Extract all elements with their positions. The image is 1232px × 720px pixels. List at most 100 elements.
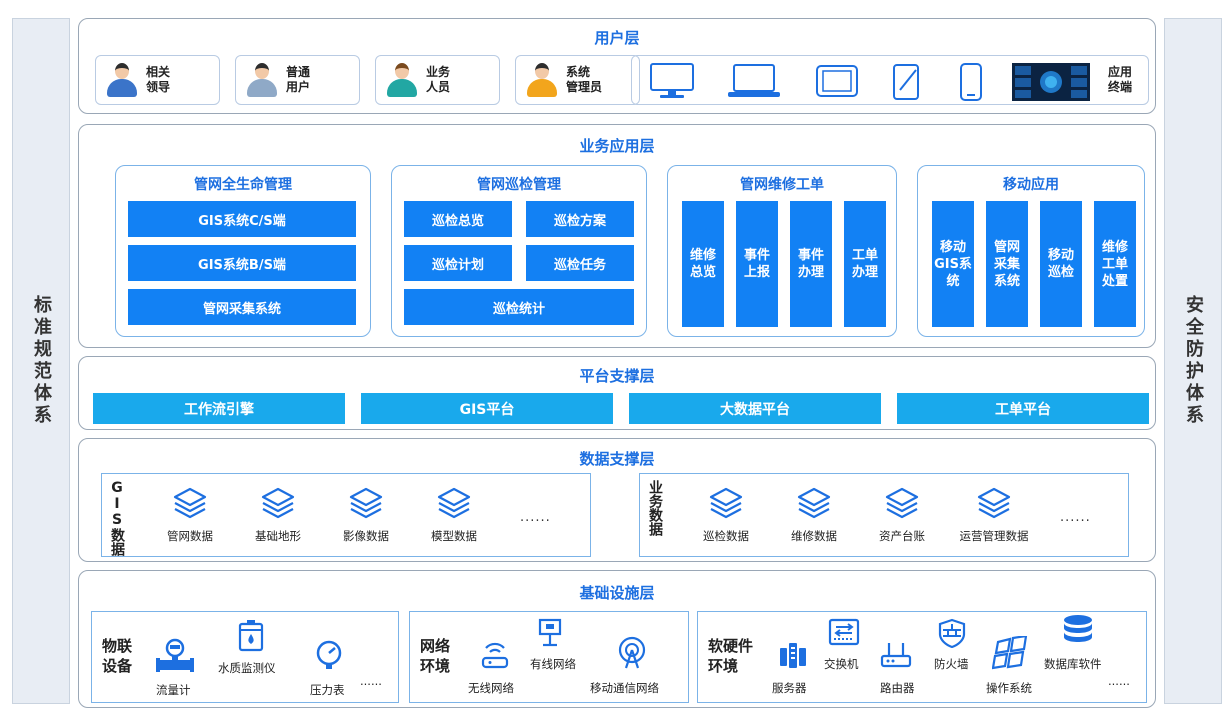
staff-label-1: 业务 xyxy=(426,65,451,79)
terminal-label-1: 应用 xyxy=(1108,65,1133,79)
business-layer: 业务应用层 管网全生命管理 GIS系统C/S端 GIS系统B/S端 管网采集系统… xyxy=(78,124,1156,348)
mobile-network-label: 移动通信网络 xyxy=(590,681,659,695)
staff-avatar-icon xyxy=(386,63,418,97)
terminal-card: 应用 终端 xyxy=(631,55,1149,105)
pressure-gauge-icon xyxy=(316,640,342,669)
repair-data-item: 维修数据 xyxy=(772,486,856,544)
inspection-stats-box: 巡检统计 xyxy=(404,289,634,325)
asset-ledger-item: 资产台账 xyxy=(860,486,944,544)
normal-user-label-2: 用户 xyxy=(286,80,311,94)
inspection-schedule-box: 巡检计划 xyxy=(404,245,512,281)
standard-system-sidebar: 标准规范体系 xyxy=(12,18,70,704)
flowmeter-icon xyxy=(156,638,194,672)
iot-label-2: 设备 xyxy=(102,657,133,675)
layers-icon xyxy=(709,487,743,519)
event-report-box: 事件上报 xyxy=(736,201,778,327)
database-icon xyxy=(1064,615,1092,642)
user-card-leader: 相关领导 xyxy=(95,55,220,105)
workorder-handle-box: 工单办理 xyxy=(844,201,886,327)
switch-icon xyxy=(828,618,860,646)
inspection-group: 管网巡检管理 巡检总览 巡检方案 巡检计划 巡检任务 巡检统计 xyxy=(391,165,647,337)
software-hardware-group: 软硬件环境 服务器 交换机 路由器 防火墙 操作系统 数据库软件 ...... xyxy=(697,611,1147,703)
leader-avatar-icon xyxy=(106,63,138,97)
tablet-icon xyxy=(816,65,858,97)
business-layer-title: 业务应用层 xyxy=(579,137,655,155)
router-label: 路由器 xyxy=(880,681,915,695)
iot-label: 物联设备 xyxy=(102,636,162,676)
firewall-label: 防火墙 xyxy=(934,657,969,671)
inspection-overview-box: 巡检总览 xyxy=(404,201,512,237)
database-label: 数据库软件 xyxy=(1044,657,1102,671)
pipe-data-item: 管网数据 xyxy=(148,486,232,544)
layers-icon xyxy=(797,487,831,519)
server-label: 服务器 xyxy=(772,681,807,695)
model-data-item: 模型数据 xyxy=(412,486,496,544)
server-icon xyxy=(780,643,806,668)
mobile-network-icon xyxy=(618,636,646,669)
phone-icon xyxy=(960,63,982,101)
data-layer: 数据支撑层 GIS数据 管网数据 基础地形 影像数据 模型数据 ...... 业… xyxy=(78,438,1156,562)
platform-layer: 平台支撑层 工作流引擎 GIS平台 大数据平台 工单平台 xyxy=(78,356,1156,430)
monitor-icon xyxy=(650,63,694,98)
user-layer-title: 用户层 xyxy=(594,29,640,47)
gis-data-label: GIS数据 xyxy=(109,480,125,556)
terrain-data-label: 基础地形 xyxy=(255,529,301,543)
infra-layer: 基础设施层 物联设备 流量计 水质监测仪 压力表 ...... 网络环境 无线网… xyxy=(78,570,1156,708)
dashboard-screen-icon xyxy=(1012,63,1090,101)
inspection-plan-scheme-box: 巡检方案 xyxy=(526,201,634,237)
software-label-2: 环境 xyxy=(708,657,739,675)
operation-data-label: 运营管理数据 xyxy=(959,529,1029,543)
lifecycle-group: 管网全生命管理 GIS系统C/S端 GIS系统B/S端 管网采集系统 xyxy=(115,165,371,337)
software-label: 软硬件环境 xyxy=(708,636,778,676)
user-card-staff: 业务人员 xyxy=(375,55,500,105)
repair-overview-box: 维修总览 xyxy=(682,201,724,327)
biz-data-group: 业务数据 巡检数据 维修数据 资产台账 运营管理数据 ...... xyxy=(639,473,1129,557)
firewall-icon xyxy=(938,618,966,648)
network-label: 网络环境 xyxy=(420,636,480,676)
pipe-data-label: 管网数据 xyxy=(167,529,213,543)
image-data-label: 影像数据 xyxy=(343,529,389,543)
repair-dispose-box: 维修工单处置 xyxy=(1094,201,1136,327)
iot-group: 物联设备 流量计 水质监测仪 压力表 ...... xyxy=(91,611,399,703)
platform-layer-title: 平台支撑层 xyxy=(579,367,655,385)
normal-user-label-1: 普通 xyxy=(286,65,311,79)
inspection-title: 管网巡检管理 xyxy=(477,177,561,193)
terminal-label: 应用 终端 xyxy=(1108,65,1132,95)
layers-icon xyxy=(437,487,471,519)
mobile-gis-box: 移动GIS系统 xyxy=(932,201,974,327)
infra-layer-title: 基础设施层 xyxy=(579,584,655,602)
router-icon xyxy=(880,643,912,668)
wired-label: 有线网络 xyxy=(530,657,576,671)
flowmeter-label: 流量计 xyxy=(156,683,191,697)
workorder-platform-bar: 工单平台 xyxy=(897,393,1149,424)
gis-platform-bar: GIS平台 xyxy=(361,393,613,424)
user-card-normal: 普通用户 xyxy=(235,55,360,105)
gis-data-group: GIS数据 管网数据 基础地形 影像数据 模型数据 ...... xyxy=(101,473,591,557)
admin-avatar-icon xyxy=(526,63,558,97)
wireless-label: 无线网络 xyxy=(468,681,514,695)
layers-icon xyxy=(885,487,919,519)
staff-label-2: 人员 xyxy=(426,80,451,94)
switch-label: 交换机 xyxy=(824,657,859,671)
gis-bs-box: GIS系统B/S端 xyxy=(128,245,356,281)
inspection-data-label: 巡检数据 xyxy=(703,529,749,543)
layers-icon xyxy=(349,487,383,519)
leader-label-2: 领导 xyxy=(146,80,171,94)
mobile-collect-box: 管网采集系统 xyxy=(986,201,1028,327)
network-label-2: 环境 xyxy=(420,657,451,675)
wired-network-icon xyxy=(538,618,562,647)
pipe-collect-box: 管网采集系统 xyxy=(128,289,356,325)
network-label-1: 网络 xyxy=(420,637,451,655)
iot-label-1: 物联 xyxy=(102,637,133,655)
data-layer-title: 数据支撑层 xyxy=(579,450,655,468)
standard-system-label: 标准规范体系 xyxy=(31,295,52,427)
repair-data-label: 维修数据 xyxy=(791,529,837,543)
repair-group: 管网维修工单 维修总览 事件上报 事件办理 工单办理 xyxy=(667,165,897,337)
network-group: 网络环境 无线网络 有线网络 移动通信网络 xyxy=(409,611,689,703)
water-quality-monitor-icon xyxy=(238,620,264,652)
user-card-admin: 系统管理员 xyxy=(515,55,640,105)
layers-icon xyxy=(173,487,207,519)
repair-title: 管网维修工单 xyxy=(740,177,824,193)
terrain-data-item: 基础地形 xyxy=(236,486,320,544)
user-layer: 用户层 相关领导 普通用户 业务人员 系统管理员 应用 终端 xyxy=(78,18,1156,114)
